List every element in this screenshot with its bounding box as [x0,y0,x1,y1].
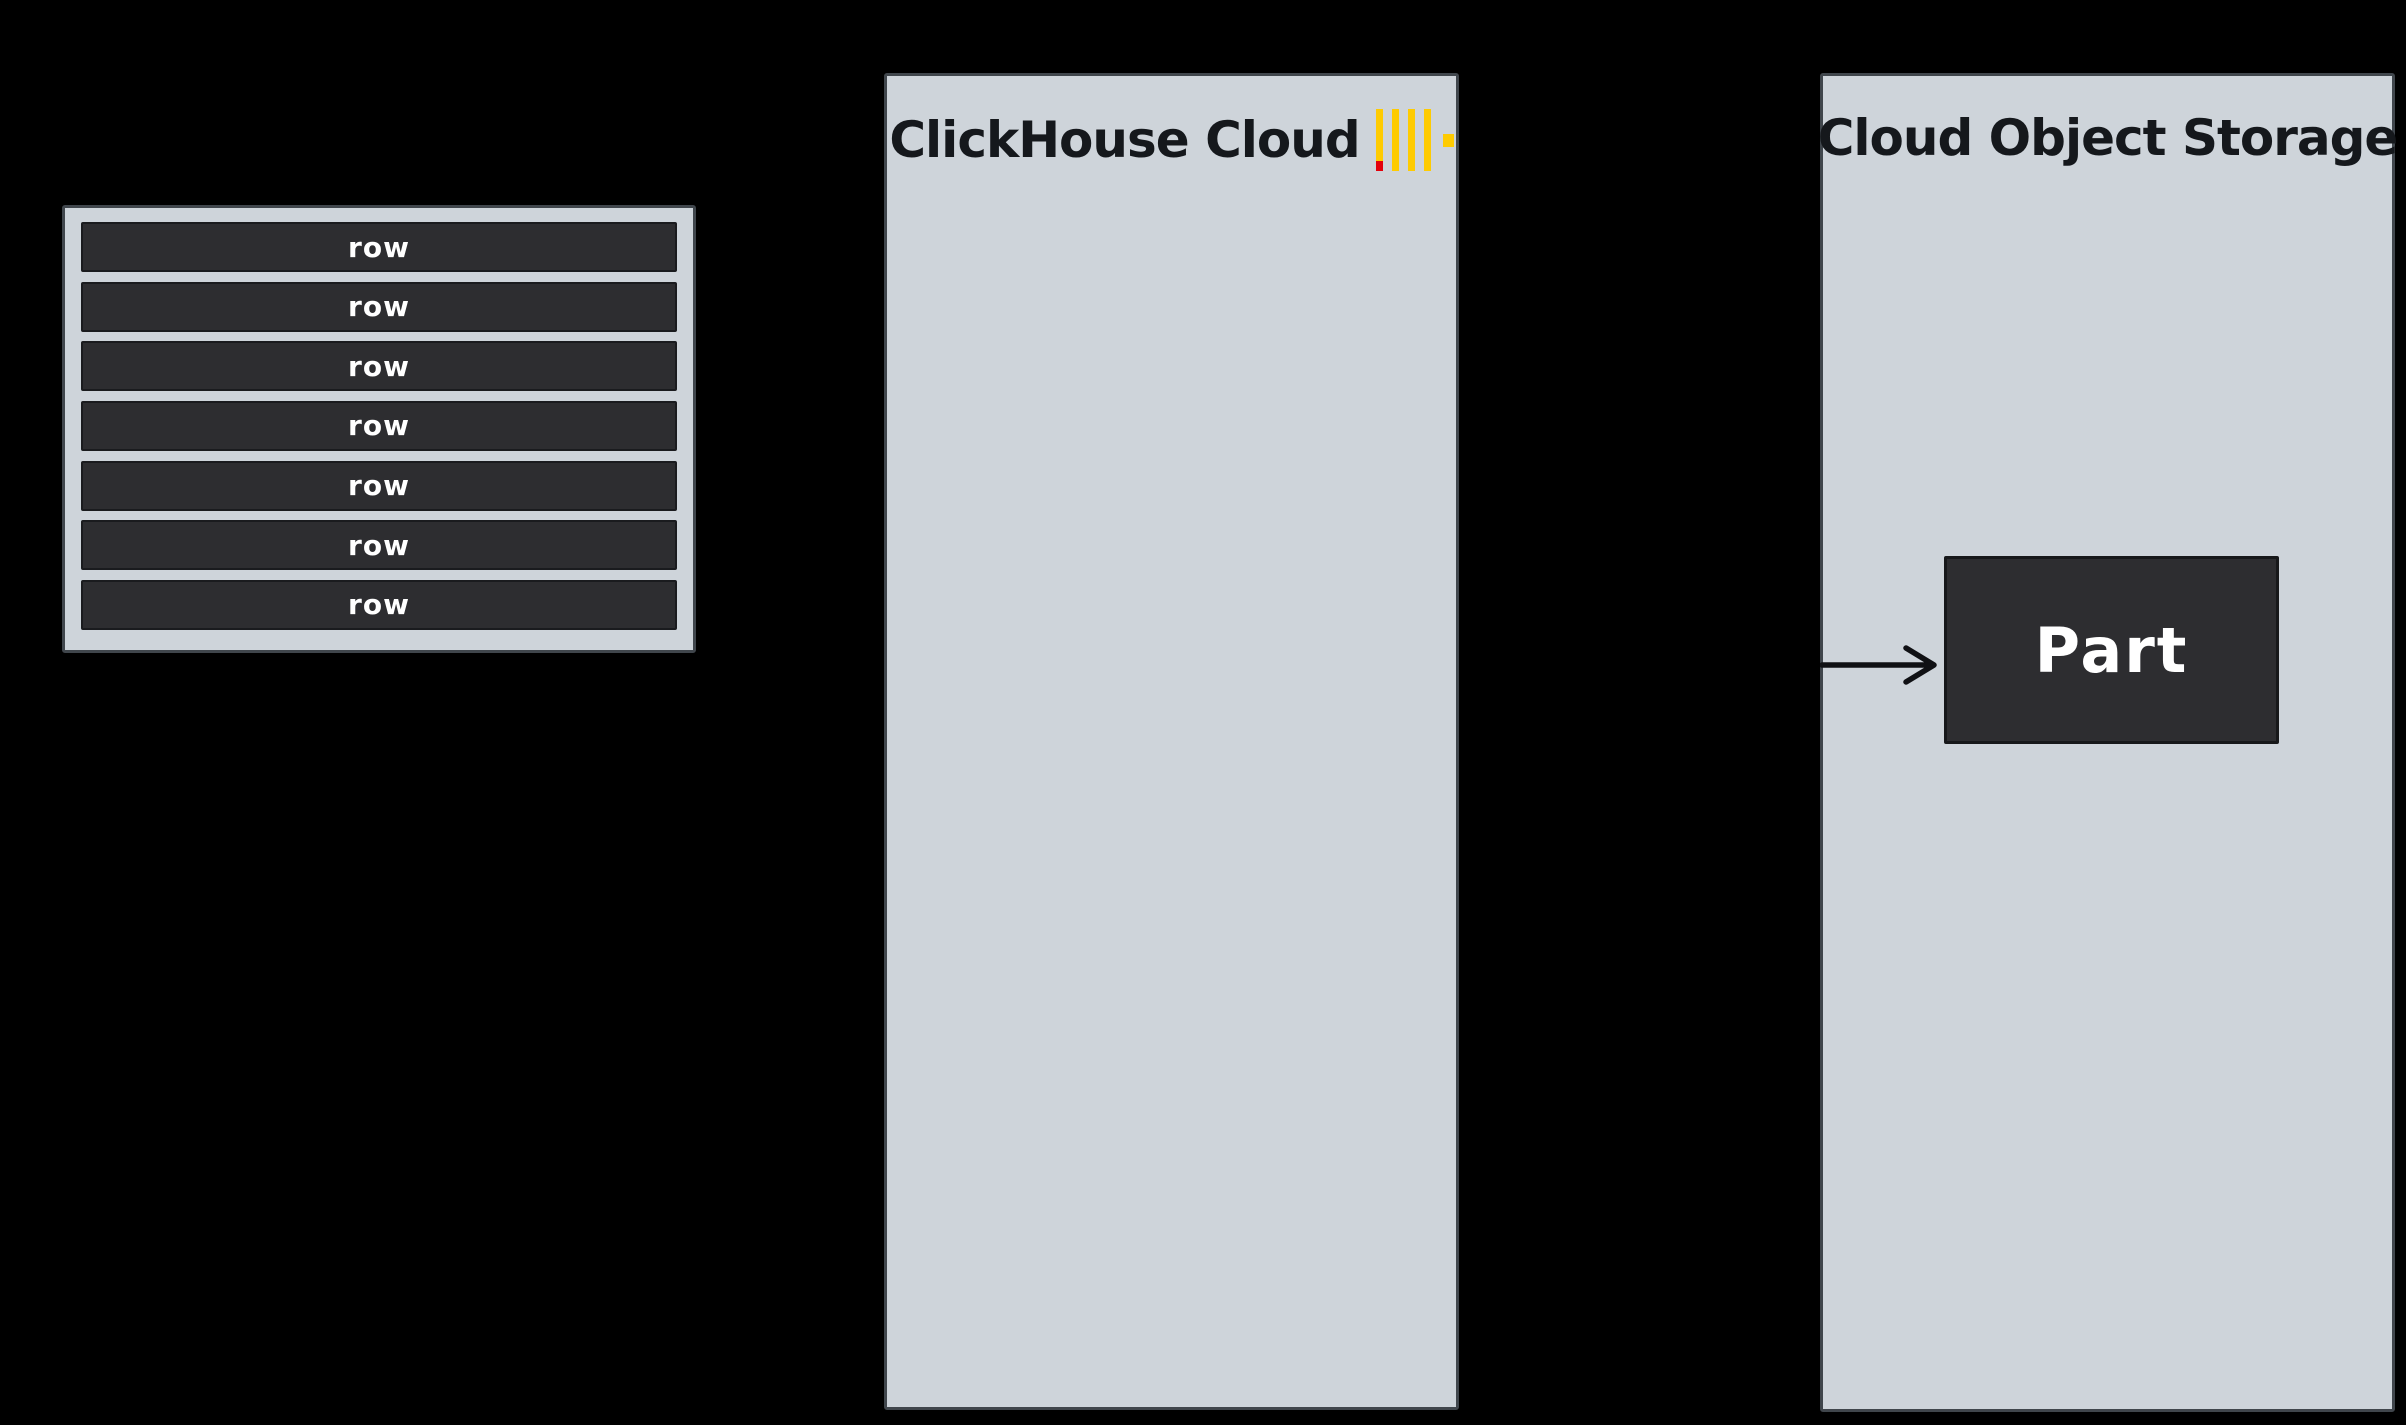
row-label: row [348,349,410,383]
table-row: row [81,460,677,511]
clickhouse-cloud-panel: ClickHouse Cloud [884,73,1459,1410]
table-row: row [81,341,677,392]
cloud-object-storage-panel: Cloud Object Storage Part [1818,73,2399,1412]
row-label: row [348,230,410,264]
row-label: row [348,290,410,324]
clickhouse-logo-red-accent [1375,161,1383,171]
row-label: row [348,409,410,443]
clickhouse-panel-title: ClickHouse Cloud [889,111,1360,169]
storage-panel-header: Cloud Object Storage [1818,109,2399,167]
part-label: Part [2034,613,2189,687]
rows-table: row row row row row row row [62,205,696,653]
table-row: row [81,400,677,451]
clickhouse-panel-header: ClickHouse Cloud [887,109,1456,171]
row-label: row [348,469,410,503]
clickhouse-logo-bar [1423,109,1431,171]
row-label: row [348,528,410,562]
clickhouse-logo-bar [1391,109,1399,171]
clickhouse-logo-icon [1375,109,1454,171]
arrow-icon [1820,645,1937,685]
clickhouse-logo-bar [1375,109,1383,171]
row-label: row [348,588,410,622]
clickhouse-logo-dot [1442,133,1454,147]
table-row: row [81,281,677,332]
table-row: row [81,222,677,272]
clickhouse-logo-bar [1407,109,1415,171]
part-box: Part [1944,556,2279,744]
storage-panel-title: Cloud Object Storage [1817,109,2399,167]
table-row: row [81,520,677,571]
table-row: row [81,579,677,630]
